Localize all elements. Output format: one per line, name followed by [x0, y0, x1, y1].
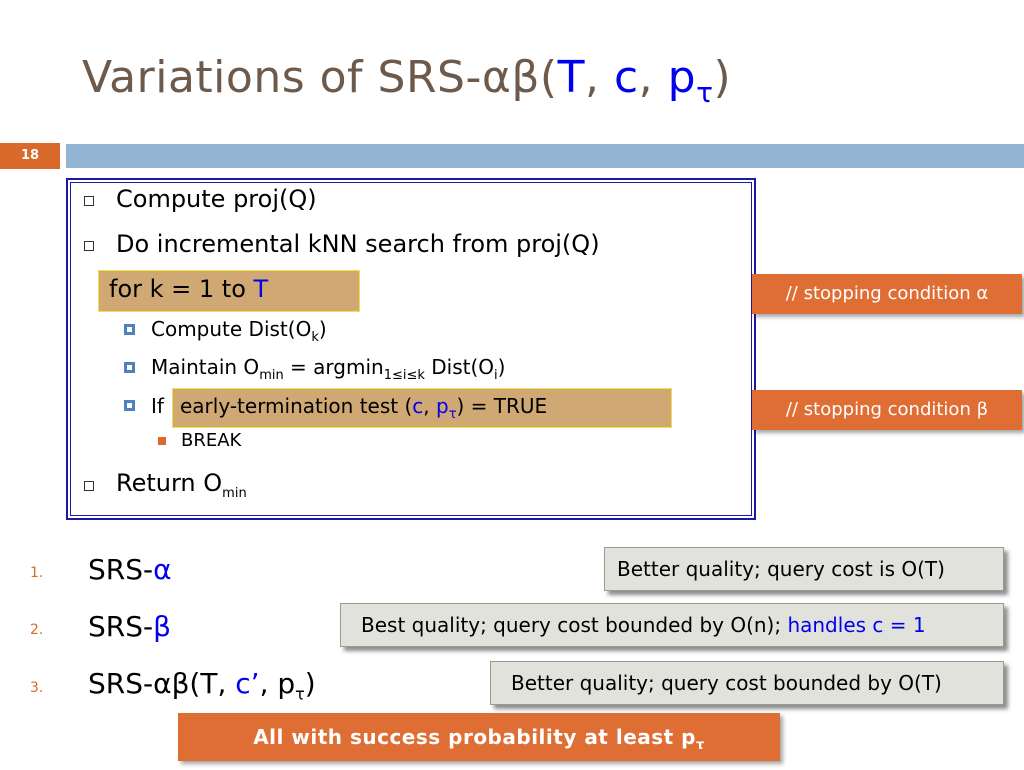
- note-stopping-alpha: // stopping condition α: [752, 274, 1022, 314]
- box-bullet-icon: [84, 481, 94, 491]
- square-bullet-icon: [124, 324, 135, 335]
- orange-bullet-icon: [158, 437, 166, 445]
- termination-highlight: [172, 388, 672, 428]
- step-if-label: If: [151, 394, 164, 418]
- step-return-omin: Return Omin: [116, 469, 247, 501]
- variant-srs-alpha: SRS-α: [88, 553, 172, 586]
- slide-title: Variations of SRS-αβ(T, c, pτ): [82, 52, 732, 109]
- step-knn-search: Do incremental kNN search from proj(Q): [116, 230, 600, 258]
- desc-srs-alphabeta: Better quality; query cost bounded by O(…: [490, 661, 1004, 705]
- desc-srs-beta: Best quality; query cost bounded by O(n)…: [340, 603, 1004, 647]
- slide-number: 18: [20, 148, 40, 163]
- desc-srs-alpha: Better quality; query cost is O(T): [604, 547, 1004, 591]
- step-early-termination: early-termination test (c, pτ) = TRUE: [180, 394, 548, 422]
- box-bullet-icon: [84, 196, 94, 206]
- variant-srs-beta: SRS-β: [88, 610, 171, 643]
- success-probability-banner: All with success probability at least pτ: [178, 713, 780, 761]
- note-stopping-beta: // stopping condition β: [752, 390, 1022, 430]
- list-number: 3.: [30, 680, 44, 696]
- loop-highlight: [98, 270, 360, 312]
- list-number: 2.: [30, 622, 44, 638]
- loop-header: for k = 1 to T: [109, 275, 269, 303]
- list-number: 1.: [30, 565, 44, 581]
- square-bullet-icon: [124, 400, 135, 411]
- slide-number-box: [0, 143, 60, 169]
- algorithm-frame: [66, 178, 756, 520]
- algorithm-frame-inner: [70, 182, 752, 516]
- variant-srs-alphabeta: SRS-αβ(T, c’, pτ): [88, 667, 316, 704]
- step-maintain-omin: Maintain Omin = argmin1≤i≤k Dist(Oi): [151, 355, 506, 383]
- step-break: BREAK: [181, 430, 242, 451]
- box-bullet-icon: [84, 241, 94, 251]
- step-compute-dist: Compute Dist(Ok): [151, 317, 327, 345]
- header-bar: [66, 144, 1024, 168]
- step-compute-proj: Compute proj(Q): [116, 185, 317, 213]
- square-bullet-icon: [124, 362, 135, 373]
